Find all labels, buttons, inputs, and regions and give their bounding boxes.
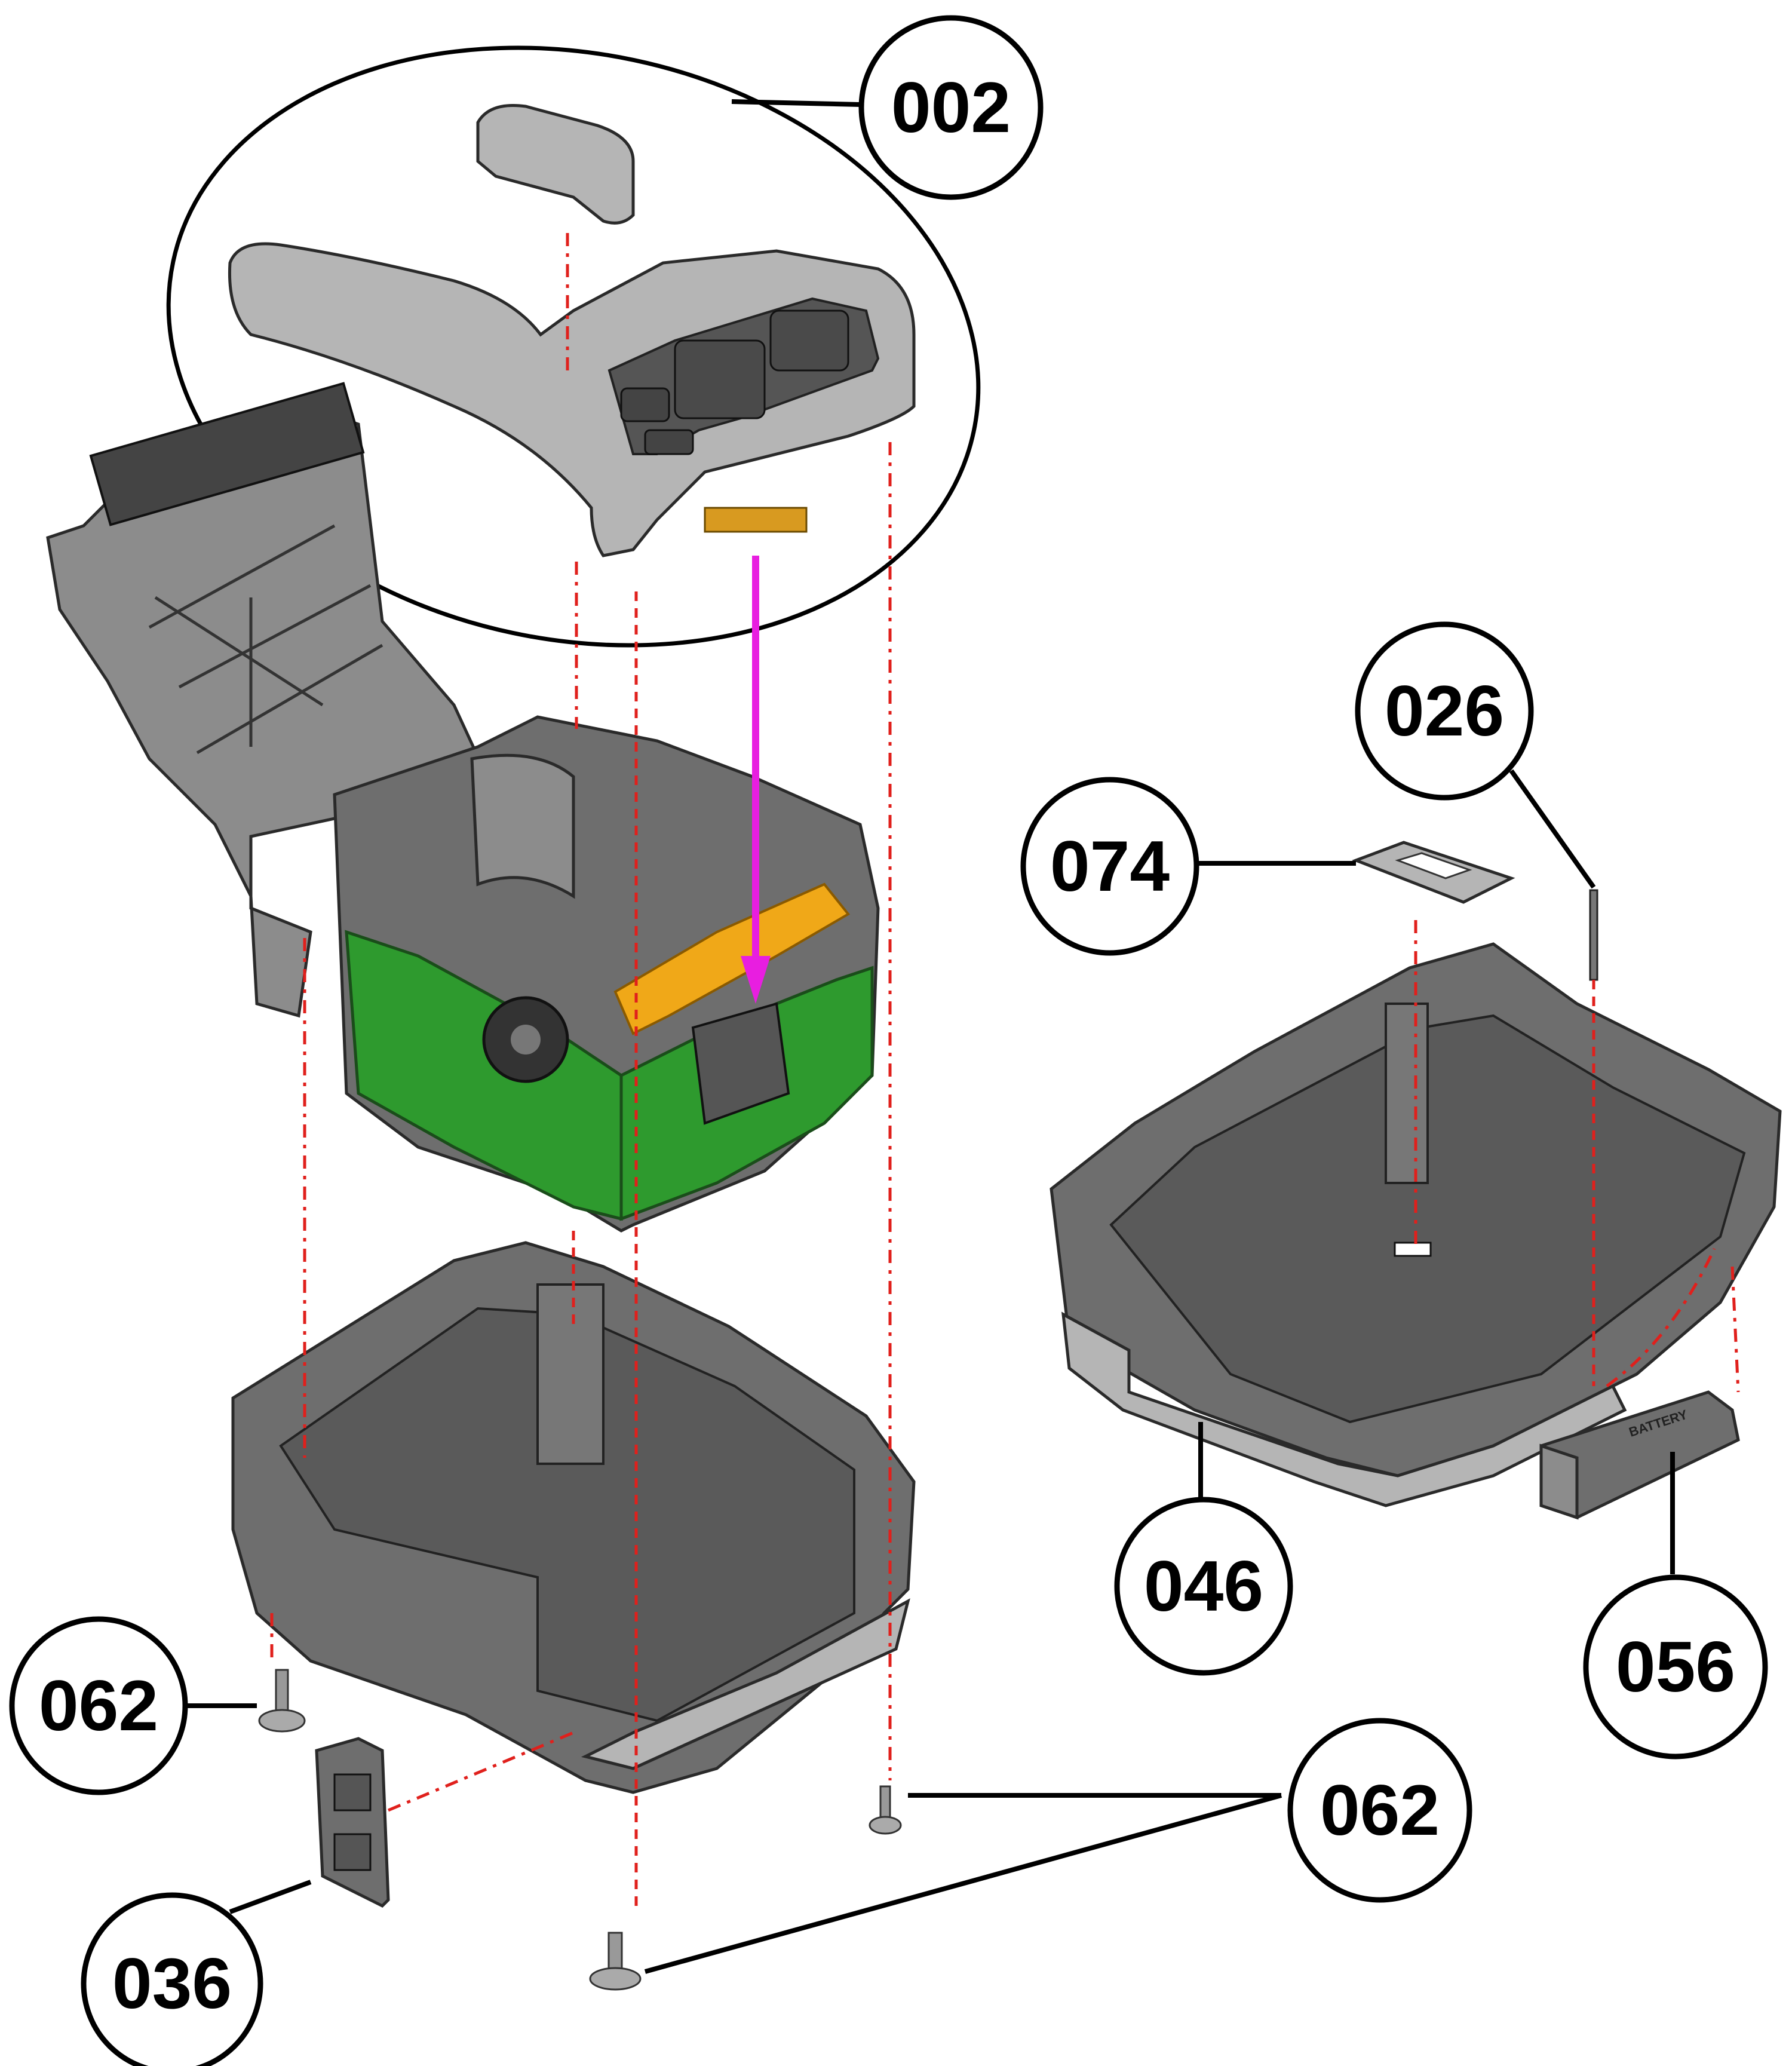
gasket-part-074	[1351, 841, 1515, 904]
pin-part-026	[1589, 889, 1598, 981]
callout-056: 056	[1583, 1574, 1768, 1760]
screw-left	[258, 1669, 306, 1733]
bottom-housing-post	[536, 1283, 605, 1465]
print-lid-ribs	[148, 524, 383, 755]
connector-block	[691, 1002, 790, 1125]
top-cover-button-3	[769, 309, 849, 372]
side-door-part-036	[315, 1737, 390, 1908]
callout-046-label: 046	[1144, 1546, 1263, 1626]
print-mechanism-group	[46, 382, 880, 1233]
callout-062-right-label: 062	[1320, 1770, 1440, 1850]
ribbon-strip	[613, 882, 851, 1035]
top-cover-button-4	[644, 429, 694, 455]
callout-074: 074	[1020, 777, 1199, 956]
callout-062-right: 062	[1287, 1718, 1472, 1903]
assembly-lines	[270, 233, 1740, 1906]
battery-door-part-056: BATTERY	[1539, 1390, 1740, 1520]
callout-074-label: 074	[1050, 826, 1170, 906]
top-cover-cap-part	[476, 104, 635, 225]
base-housing-inner	[1109, 1014, 1746, 1424]
callout-026: 026	[1355, 621, 1534, 801]
callout-026-label: 026	[1385, 671, 1504, 751]
screw-bottom	[589, 1932, 642, 1991]
callout-046: 046	[1114, 1497, 1293, 1676]
callout-036-label: 036	[112, 1944, 232, 2024]
callout-002: 002	[858, 15, 1044, 200]
print-head-bar	[89, 382, 365, 526]
base-housing-slot	[1394, 1242, 1432, 1257]
callout-056-label: 056	[1616, 1627, 1735, 1707]
base-housing-base-strip	[1061, 1311, 1627, 1507]
insert-direction-arrow	[741, 556, 771, 1004]
top-cover-group	[166, 45, 981, 648]
base-housing-post	[1385, 1003, 1429, 1184]
callout-002-ellipse	[166, 45, 981, 648]
callout-036: 036	[81, 1892, 263, 2066]
callout-062-left: 062	[9, 1616, 188, 1795]
media-guide	[470, 753, 575, 899]
screw-right	[869, 1785, 902, 1835]
bottom-housing-group	[231, 1241, 916, 1794]
top-cover-button-1	[620, 387, 670, 422]
platen-roller-hub	[511, 1025, 541, 1055]
bottom-housing-base-strip	[581, 1598, 910, 1770]
callout-062-left-label: 062	[39, 1666, 158, 1746]
top-cover-connector	[704, 507, 808, 533]
top-cover-button-2	[674, 339, 766, 419]
callout-002-label: 002	[891, 68, 1011, 148]
leader-lines	[182, 99, 1675, 1974]
